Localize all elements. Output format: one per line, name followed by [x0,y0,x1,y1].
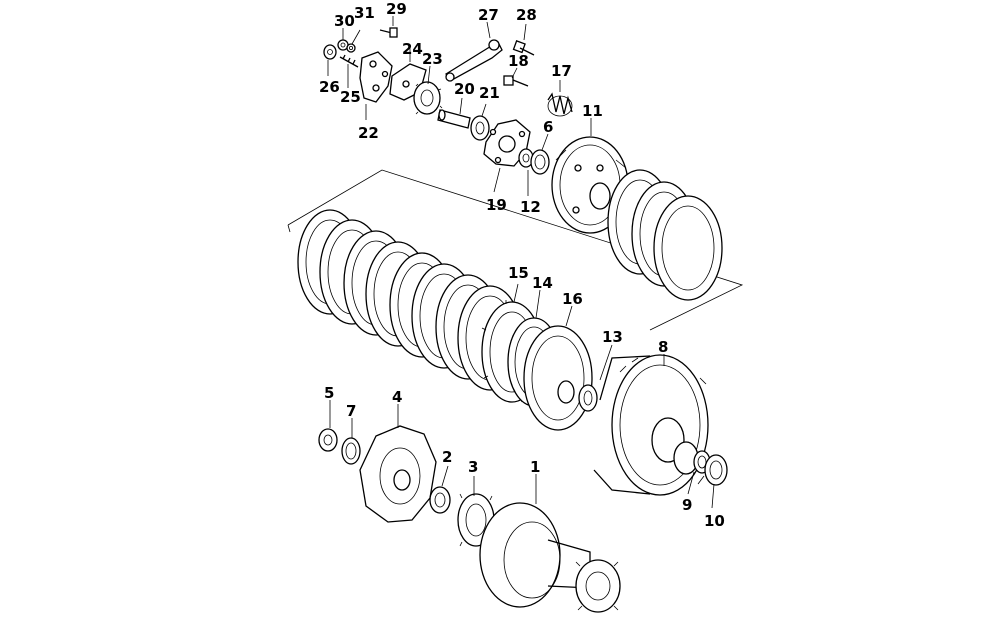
washer-7 [341,437,361,465]
bearing-21 [470,115,490,141]
washer-6 [530,149,550,175]
plate-pack-boundary [287,169,744,331]
callout-8: 8 [658,338,668,356]
callout-13: 13 [602,328,623,346]
callout-6: 6 [543,118,553,136]
callout-19: 19 [486,196,507,214]
washer-10 [704,454,728,486]
clutch-housing-8 [593,354,709,496]
callout-25: 25 [340,88,361,106]
callout-2: 2 [442,448,452,466]
callout-18: 18 [508,52,529,70]
callout-9: 9 [682,496,692,514]
callout-12: 12 [520,198,541,216]
washer-13 [578,384,598,412]
callout-17: 17 [551,62,572,80]
callout-14: 14 [532,274,553,292]
callout-20: 20 [454,80,475,98]
callout-26: 26 [319,78,340,96]
callout-22: 22 [358,124,379,142]
callout-15: 15 [508,264,529,282]
drum-1 [479,502,621,613]
callout-16: 16 [562,290,583,308]
lifter-plate-19 [483,119,531,167]
callout-29: 29 [386,0,407,18]
callout-10: 10 [704,512,725,530]
washer-31 [346,43,356,53]
nut-26 [323,44,337,60]
callout-7: 7 [346,402,356,420]
callout-21: 21 [479,84,500,102]
callout-5: 5 [324,384,334,402]
callout-labels: 29 30 31 24 23 26 25 22 20 21 27 28 18 1… [319,0,725,530]
callout-24: 24 [402,40,423,58]
outer-plates-right [607,169,723,301]
leader-lines [327,16,715,509]
drive-plate-4 [359,425,437,523]
callout-28: 28 [516,6,537,24]
callout-11: 11 [582,102,603,120]
stud-25 [339,54,359,68]
bracket-22 [359,51,393,103]
bushing-2 [429,486,451,514]
gear-23 [413,81,443,115]
release-lever-27 [444,39,503,82]
spring-17 [547,92,573,117]
callout-27: 27 [478,6,499,24]
bolt-28 [512,40,535,56]
plate-16 [523,325,593,431]
callout-4: 4 [392,388,402,406]
callout-31: 31 [354,4,375,22]
callout-23: 23 [422,50,443,68]
bolt-18 [503,75,529,87]
callout-1: 1 [530,458,540,476]
bearing-5 [318,428,338,452]
shaft-20 [437,109,471,129]
callout-3: 3 [468,458,478,476]
callout-30: 30 [334,12,355,30]
bolt-29 [379,27,398,38]
